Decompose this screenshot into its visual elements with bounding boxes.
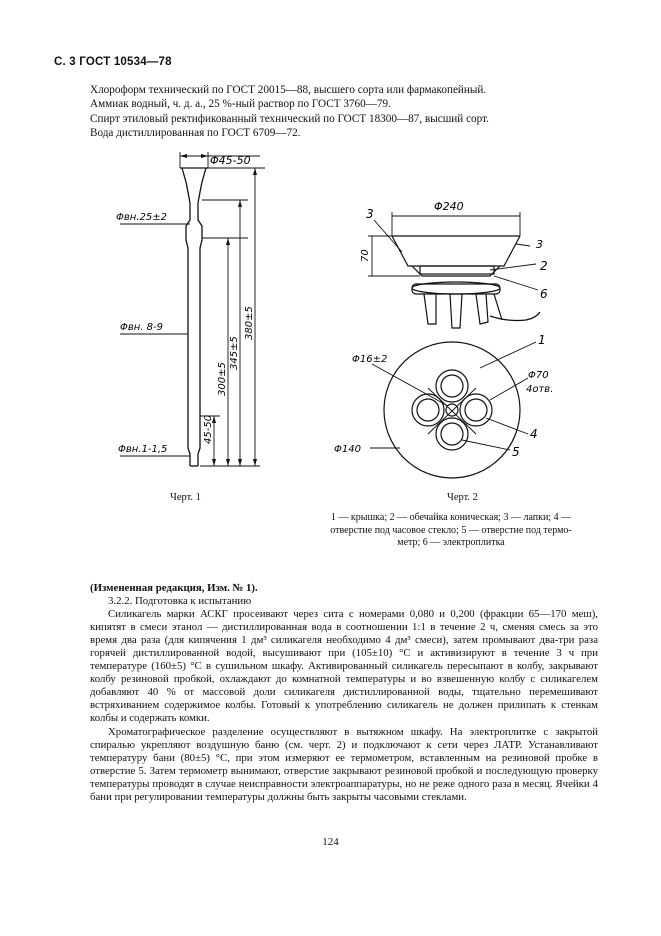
label-inner-bottom: Φвн.1-1,5 (118, 444, 167, 455)
main-text: (Измененная редакция, Изм. № 1). 3.2.2. … (90, 582, 598, 804)
figure-2-caption: Черт. 2 (447, 492, 478, 503)
section-heading: 3.2.2. Подготовка к испытанию (108, 595, 252, 608)
figure-2-legend: 1 — крышка; 2 — обечайка коническая; 3 —… (305, 512, 597, 550)
label-top-diameter: Φ45-50 (210, 154, 251, 167)
label-5: 5 (512, 445, 520, 459)
label-height-70: 70 (360, 249, 371, 262)
figure-1-column-drawing: Φ45-50 Φвн.25±2 Φвн. 8-9 Φвн.1-1,5 45-50… (116, 152, 265, 467)
legend-line: метр; 6 — электроплитка (397, 537, 505, 548)
label-4: 4 (530, 427, 538, 441)
label-inner-top: Φвн.25±2 (116, 212, 167, 223)
label-diameter-140: Φ140 (334, 444, 361, 455)
label-3-left: 3 (366, 207, 374, 221)
reagent-line: Вода дистиллированная по ГОСТ 6709—72. (90, 126, 301, 139)
label-holes-count: 4отв. (526, 384, 553, 395)
figure-1-caption: Черт. 1 (170, 492, 201, 503)
label-345: 345±5 (229, 336, 240, 370)
label-1: 1 (538, 333, 546, 347)
reagent-line: Хлороформ технический по ГОСТ 20015—88, … (90, 84, 487, 96)
reagent-line: Аммиак водный, ч. д. а., 25 %-ный раство… (90, 98, 391, 111)
reagent-line: Спирт этиловый ректификованный техническ… (90, 112, 489, 125)
label-6: 6 (540, 287, 548, 301)
label-diameter-240: Φ240 (434, 200, 464, 213)
label-inner-mid: Φвн. 8-9 (120, 322, 163, 333)
label-hole-70: Φ70 (528, 370, 549, 381)
reagents-list: Хлороформ технический по ГОСТ 20015—88, … (90, 83, 610, 140)
paragraph-1: Силикагель марки АСКГ просеивают через с… (90, 608, 598, 725)
amendment-note: (Измененная редакция, Изм. № 1). (90, 582, 258, 594)
legend-line: отверстие под часовое стекло; 5 — отверс… (330, 524, 572, 536)
legend-line: 1 — крышка; 2 — обечайка коническая; 3 —… (330, 512, 572, 523)
label-roughness: 3 (536, 238, 543, 251)
label-2: 2 (540, 259, 548, 273)
label-hole-16: Φ16±2 (352, 354, 387, 365)
figure-2-air-bath-drawing: Φ240 70 3 3 2 6 1 Φ16±2 Φ70 4отв. 4 5 Φ1… (334, 200, 553, 479)
page-header: С. 3 ГОСТ 10534—78 (54, 56, 172, 68)
label-380: 380±5 (244, 306, 255, 340)
page-number: 124 (322, 836, 339, 848)
label-300: 300±5 (217, 362, 228, 396)
label-45-50: 45-50 (203, 415, 214, 444)
paragraph-2: Хроматографическое разделение осуществля… (90, 725, 598, 803)
